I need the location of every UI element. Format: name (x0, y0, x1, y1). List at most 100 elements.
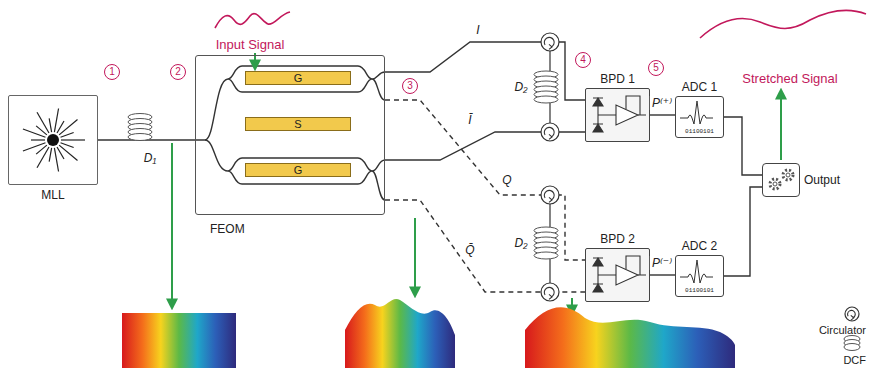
illustration-path (598, 266, 616, 284)
output-box: Output (762, 163, 800, 197)
illustration-line (37, 112, 49, 133)
node-title: Output (804, 173, 840, 187)
callout-number: 3 (402, 78, 418, 94)
illustration-circle (773, 182, 777, 186)
illustration-path (195, 66, 385, 140)
illustration-path (544, 37, 554, 47)
illustration-line (780, 90, 782, 160)
illustration-path (544, 127, 554, 137)
spectrum-stretched (525, 307, 735, 368)
illustration-circle (47, 134, 59, 146)
circulator-symbol (541, 123, 559, 141)
electrode: G (245, 163, 351, 177)
illustration-path (626, 256, 646, 275)
illustration-path (851, 315, 854, 320)
illustration-circle (783, 170, 793, 180)
illustration-circle (541, 123, 559, 141)
adc-box: ADC 101100101 (675, 96, 724, 138)
fiber-link (724, 187, 762, 276)
illustration-line (37, 147, 49, 168)
illustration-path (549, 134, 552, 139)
dispersion-label: D₁ (143, 151, 157, 165)
fiber-link (724, 117, 762, 175)
circulator-symbol (541, 33, 559, 51)
illustration-line (49, 118, 51, 132)
callout-number: 1 (104, 64, 120, 80)
input-waveform (215, 12, 290, 28)
illustration-line (36, 145, 47, 154)
node-title: BPD 2 (600, 232, 635, 246)
node-title: BPD 1 (600, 72, 635, 86)
callout-number: 5 (648, 60, 664, 76)
repeated-parts (128, 33, 860, 351)
gears (770, 170, 793, 189)
green-arrows (172, 53, 781, 314)
spectrum-flat (122, 313, 236, 368)
node-title: ADC 1 (682, 80, 717, 94)
illustration-line (414, 218, 416, 296)
fiber-link (650, 114, 675, 115)
illustration-line (171, 143, 173, 308)
dispersion-label: D₂ (513, 80, 528, 94)
legend-text: DCF (843, 354, 866, 367)
illustration-ellipse (534, 96, 558, 103)
electrode: G (245, 71, 351, 85)
illustration-line (49, 148, 51, 162)
illustration-line (23, 143, 46, 151)
illustration-line (54, 108, 58, 132)
illustration-path (549, 197, 552, 202)
illustration-path (544, 287, 554, 297)
signal-name: P⁽⁺⁾ (650, 96, 674, 110)
fiber-coil (844, 336, 860, 351)
callout-number: 4 (575, 52, 591, 68)
adc-waveform (680, 260, 713, 283)
node-title: FEOM (210, 222, 245, 236)
node-title: S (246, 118, 350, 130)
illustration-path (616, 265, 638, 285)
circulator-symbol (541, 283, 559, 301)
fiber-coil (534, 227, 558, 259)
detector-box: BPD 1 (585, 88, 650, 142)
signal-name: Q̄ (463, 243, 476, 257)
illustration-line (61, 143, 74, 148)
illustration-circle (786, 173, 790, 177)
illustration-line (59, 145, 77, 160)
legend-text: Circulator (819, 324, 866, 337)
stretched-waveform (700, 11, 866, 38)
illustration-path (680, 260, 713, 283)
callout-number: 2 (170, 64, 186, 80)
detector-box: BPD 2 (585, 248, 650, 302)
signal-label: Stretched Signal (742, 71, 837, 86)
photodetector-circuit (586, 249, 649, 301)
illustration-circle (541, 33, 559, 51)
adc-waveform (680, 101, 713, 124)
laser-burst (23, 108, 85, 171)
fiber-coil (128, 114, 152, 141)
illustration-circle (541, 283, 559, 301)
modulator-box: GSGFEOM (195, 55, 385, 215)
illustration-ellipse (534, 252, 558, 259)
node-title: G (246, 72, 350, 84)
dispersion-label: D₂ (513, 236, 528, 250)
electrode: S (245, 117, 351, 131)
illustration-line (57, 147, 64, 159)
illustration-line (61, 132, 74, 137)
waveguides (195, 66, 385, 200)
illustration-path (549, 294, 552, 299)
fiber-link (650, 274, 675, 275)
illustration-line (31, 139, 45, 140)
illustration-rect (586, 249, 649, 301)
signal-label: Input Signal (216, 37, 285, 52)
fiber-coil (534, 71, 558, 103)
signal-name: Ī (466, 113, 473, 127)
illustration-line (61, 139, 85, 140)
illustration-path (544, 190, 554, 200)
node-title: ADC 2 (682, 239, 717, 253)
signal-name: Q (500, 173, 513, 187)
illustration-line (54, 148, 58, 172)
node-title: G (246, 164, 350, 176)
laser-box: MLL (8, 95, 98, 185)
illustration-circle (770, 179, 780, 189)
